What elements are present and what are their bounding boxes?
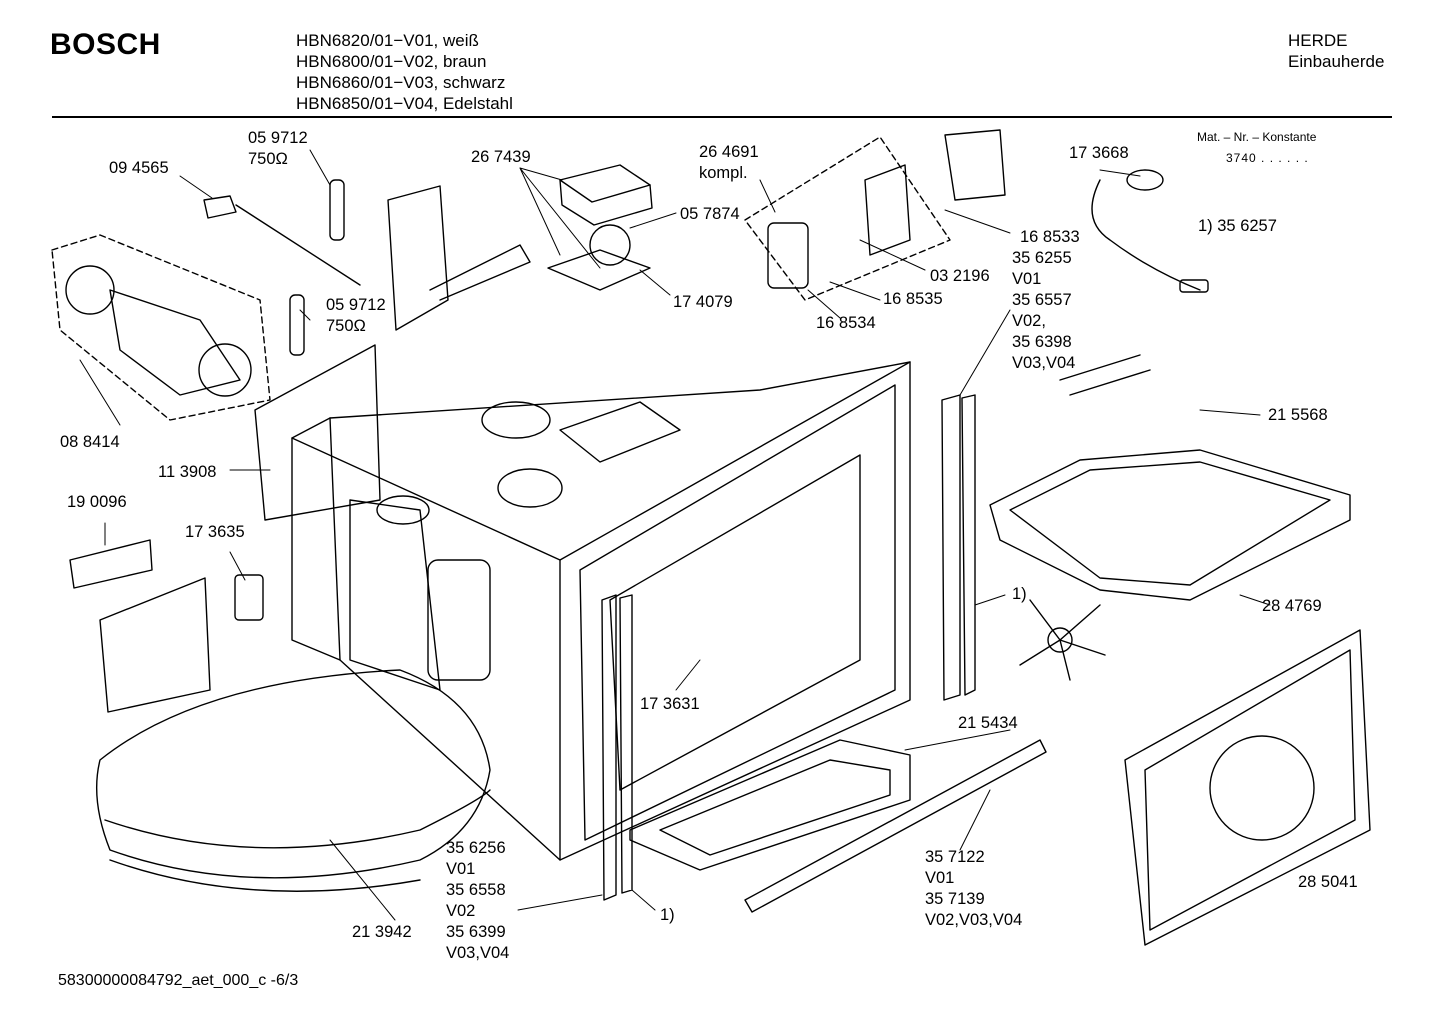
lamp-assembly xyxy=(547,164,653,291)
fan-cover xyxy=(1124,629,1371,946)
heating-element xyxy=(989,354,1351,601)
door-rail-left xyxy=(601,594,633,901)
part-label: 21 3942 xyxy=(352,923,412,941)
constant-value: 3740 . . . . . . xyxy=(1226,151,1309,165)
header-divider xyxy=(52,116,1392,118)
part-label: 16 8534 xyxy=(816,314,876,332)
category-line: Einbauherde xyxy=(1288,52,1385,71)
part-label: 1) 35 6257 xyxy=(1198,217,1277,235)
door-rail-right xyxy=(941,394,976,701)
part-label: 11 3908 xyxy=(158,463,217,481)
part-label: 16 8533 xyxy=(1020,228,1080,246)
part-label: 17 3668 xyxy=(1069,144,1129,162)
part-label: 05 9712 750Ω xyxy=(326,296,386,335)
sensor-rods xyxy=(203,179,361,356)
fan-wheel xyxy=(1019,599,1106,681)
part-label: 28 4769 xyxy=(1262,597,1322,615)
part-label: 35 6255 V01 35 6557 V02, 35 6398 V03,V04 xyxy=(1012,249,1076,372)
part-label: 21 5434 xyxy=(958,714,1018,732)
insulation-mat xyxy=(96,669,491,892)
part-label: 05 9712 750Ω xyxy=(248,129,308,168)
part-label: 1) xyxy=(660,906,675,924)
part-label: 26 4691 kompl. xyxy=(699,143,759,182)
part-label: 35 7122 V01 35 7139 V02,V03,V04 xyxy=(925,848,1023,929)
oven-cavity xyxy=(291,361,911,861)
part-label: 19 0096 xyxy=(67,493,127,511)
fan-motor xyxy=(51,234,271,421)
brand-logo: BOSCH xyxy=(50,28,161,61)
part-label: 21 5568 xyxy=(1268,406,1328,424)
part-label: 09 4565 xyxy=(109,159,169,177)
part-label: 1) xyxy=(1012,585,1027,603)
part-label: 17 3631 xyxy=(640,695,700,713)
part-label: 26 7439 xyxy=(471,148,531,166)
side-panel xyxy=(254,344,381,521)
part-label: 17 3635 xyxy=(185,523,245,541)
model-line: HBN6850/01−V04, Edelstahl xyxy=(296,94,513,113)
door-lock-parts xyxy=(744,129,1006,301)
heater-bracket xyxy=(387,185,531,331)
lower-heater xyxy=(629,739,911,871)
seal-strip xyxy=(744,739,1047,913)
model-line: HBN6820/01−V01, weiß xyxy=(296,31,479,50)
document-id: 58300000084792_aet_000_c -6/3 xyxy=(58,972,299,989)
part-label: 05 7874 xyxy=(680,205,740,223)
part-label: 08 8414 xyxy=(60,433,120,451)
category-line: HERDE xyxy=(1288,31,1348,50)
control-board xyxy=(69,539,264,713)
category: HERDE Einbauherde xyxy=(1288,30,1384,72)
part-label: 35 6256 V01 35 6558 V02 35 6399 V03,V04 xyxy=(446,839,510,962)
part-label: 17 4079 xyxy=(673,293,733,311)
part-label: 16 8535 xyxy=(883,290,943,308)
cable-sensor xyxy=(1091,169,1209,293)
part-label: 28 5041 xyxy=(1298,873,1358,891)
model-line: HBN6800/01−V02, braun xyxy=(296,52,487,71)
leader-lines xyxy=(79,149,1301,921)
constant-label: Mat. – Nr. – Konstante xyxy=(1197,130,1317,144)
model-list: HBN6820/01−V01, weiß HBN6800/01−V02, bra… xyxy=(296,30,513,114)
model-line: HBN6860/01−V03, schwarz xyxy=(296,73,506,92)
part-label: 03 2196 xyxy=(930,267,990,285)
